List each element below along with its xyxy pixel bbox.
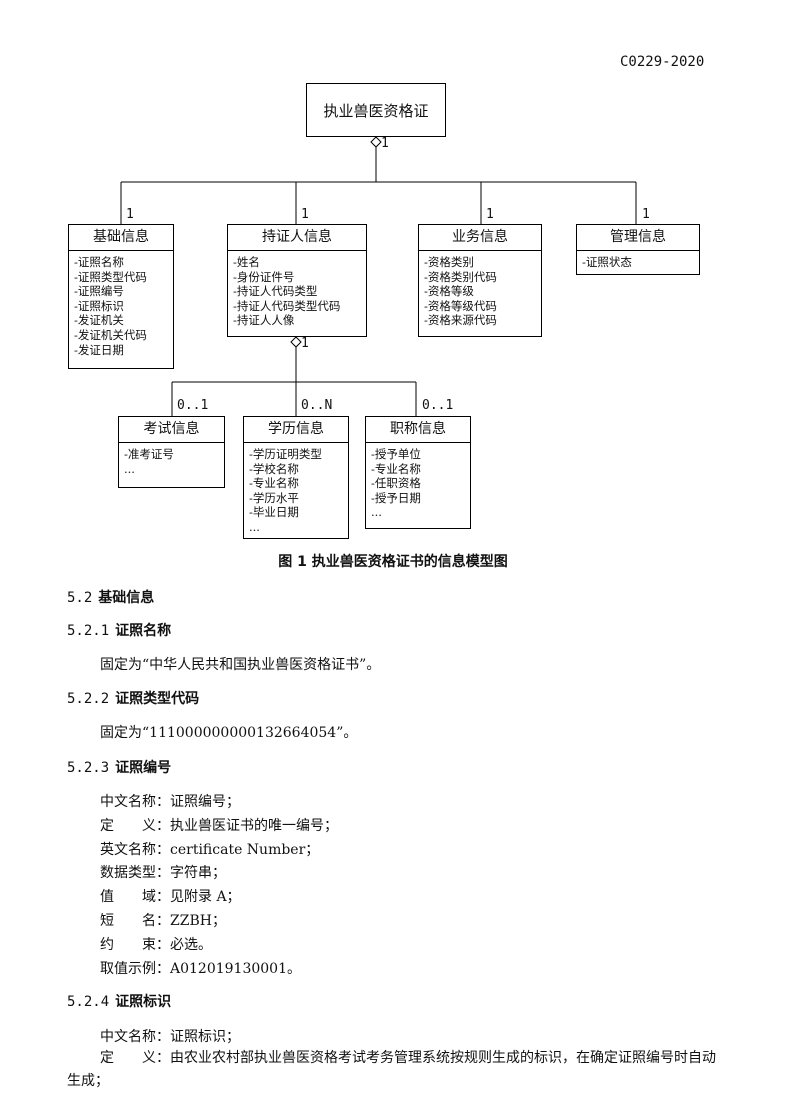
paragraph-5-2-1: 固定为“中华人民共和国执业兽医资格证书”。	[100, 657, 381, 673]
section-heading-5-2-3: 5.2.3 证照编号	[67, 757, 171, 777]
section-title: 证照编号	[115, 760, 172, 776]
class-field: -持证人代码类型代码	[233, 298, 341, 313]
class-field: -毕业日期	[249, 505, 299, 520]
class-field: -授予日期	[371, 490, 421, 505]
definition-line: 取值示例：A012019130001。	[100, 961, 301, 977]
section-number: 5.2.3	[67, 760, 110, 776]
multiplicity-basic: 1	[126, 207, 134, 222]
definition-paragraph: 定 义：由农业农村部执业兽医资格考试考务管理系统按规则生成的标识，在确定证照编号…	[67, 1050, 716, 1089]
class-title: 管理信息	[577, 225, 699, 251]
section-title: 证照标识	[115, 994, 172, 1010]
class-title: 业务信息	[419, 225, 541, 251]
class-title: 持证人信息	[228, 225, 366, 251]
root-class-title: 执业兽医资格证	[323, 101, 429, 120]
class-box-exam-info: 考试信息 -准考证号 ...	[118, 416, 225, 488]
class-box-holder-info: 持证人信息 -姓名 -身份证件号 -持证人代码类型 -持证人代码类型代码 -持证…	[227, 224, 367, 337]
holder-multiplicity: 1	[301, 336, 309, 351]
section-number: 5.2.2	[67, 691, 110, 707]
section-heading-5-2: 5.2 基础信息	[67, 587, 154, 607]
class-field: -持证人代码类型	[233, 284, 318, 299]
definition-line: 值 域：见附录 A；	[100, 889, 241, 905]
section-heading-5-2-1: 5.2.1 证照名称	[67, 620, 171, 640]
class-field: -专业名称	[371, 461, 421, 476]
class-field: -发证日期	[74, 342, 124, 357]
class-field: -资格类别	[424, 255, 474, 269]
multiplicity-business: 1	[486, 207, 494, 222]
multiplicity-management: 1	[642, 207, 650, 222]
definition-line: 中文名称：证照编号；	[100, 794, 240, 810]
section-title: 基础信息	[98, 590, 155, 606]
definition-line: 英文名称：certificate Number；	[100, 842, 320, 858]
class-field: ...	[249, 519, 260, 534]
section-number: 5.2	[67, 590, 93, 606]
class-field: -资格类别代码	[424, 269, 497, 284]
root-class-box: 执业兽医资格证	[306, 83, 446, 137]
section-heading-5-2-2: 5.2.2 证照类型代码	[67, 688, 199, 708]
class-field: -准考证号	[124, 447, 174, 461]
figure-caption: 图 1 执业兽医资格证书的信息模型图	[278, 554, 508, 570]
section-number: 5.2.1	[67, 623, 110, 639]
definition-line: 短 名：ZZBH；	[100, 913, 226, 929]
class-box-management-info: 管理信息 -证照状态	[576, 224, 700, 275]
class-field: -证照编号	[74, 284, 124, 299]
section-number: 5.2.4	[67, 994, 110, 1010]
definition-line: 约 束：必选。	[100, 937, 212, 953]
definition-line: 中文名称：证照标识；	[100, 1029, 240, 1045]
class-field: -发证机关	[74, 313, 124, 328]
multiplicity-title: 0..1	[422, 398, 454, 413]
class-field: -身份证件号	[233, 269, 295, 284]
class-field: -证照类型代码	[74, 269, 147, 284]
class-title: 考试信息	[119, 417, 224, 443]
class-field: -资格等级	[424, 284, 474, 299]
document-number: C0229-2020	[620, 54, 705, 70]
class-field: -学历水平	[249, 490, 299, 505]
class-field: -姓名	[233, 255, 260, 269]
section-title: 证照名称	[115, 623, 172, 639]
root-multiplicity: 1	[381, 136, 389, 151]
multiplicity-education: 0..N	[301, 398, 333, 413]
class-field: ...	[124, 461, 135, 476]
class-field: ...	[371, 505, 382, 520]
class-box-title-info: 职称信息 -授予单位 -专业名称 -任职资格 -授予日期 ...	[365, 416, 471, 529]
class-title: 基础信息	[69, 225, 173, 251]
class-field: -学校名称	[249, 461, 299, 476]
class-field: -专业名称	[249, 476, 299, 491]
class-field: -资格来源代码	[424, 313, 497, 328]
class-field: -资格等级代码	[424, 298, 497, 313]
class-box-basic-info: 基础信息 -证照名称 -证照类型代码 -证照编号 -证照标识 -发证机关 -发证…	[68, 224, 174, 369]
multiplicity-holder: 1	[301, 207, 309, 222]
class-title: 职称信息	[366, 417, 470, 443]
multiplicity-exam: 0..1	[177, 398, 209, 413]
class-field: -证照名称	[74, 255, 124, 269]
class-field: -发证机关代码	[74, 327, 147, 342]
class-field: -学历证明类型	[249, 447, 322, 461]
definition-line: 定 义：执业兽医证书的唯一编号；	[100, 818, 338, 834]
class-box-education-info: 学历信息 -学历证明类型 -学校名称 -专业名称 -学历水平 -毕业日期 ...	[243, 416, 349, 539]
section-title: 证照类型代码	[115, 691, 200, 707]
class-field: -任职资格	[371, 476, 421, 491]
model-diagram-lines	[120, 136, 637, 416]
class-field: -授予单位	[371, 447, 421, 461]
class-box-business-info: 业务信息 -资格类别 -资格类别代码 -资格等级 -资格等级代码 -资格来源代码	[418, 224, 542, 337]
definition-line: 数据类型：字符串；	[100, 865, 226, 881]
section-heading-5-2-4: 5.2.4 证照标识	[67, 991, 171, 1011]
class-field: -持证人人像	[233, 313, 295, 328]
class-field: -证照状态	[582, 255, 632, 269]
class-title: 学历信息	[244, 417, 348, 443]
class-field: -证照标识	[74, 298, 124, 313]
paragraph-5-2-2: 固定为“11100000000013266405​4”。	[100, 725, 358, 741]
